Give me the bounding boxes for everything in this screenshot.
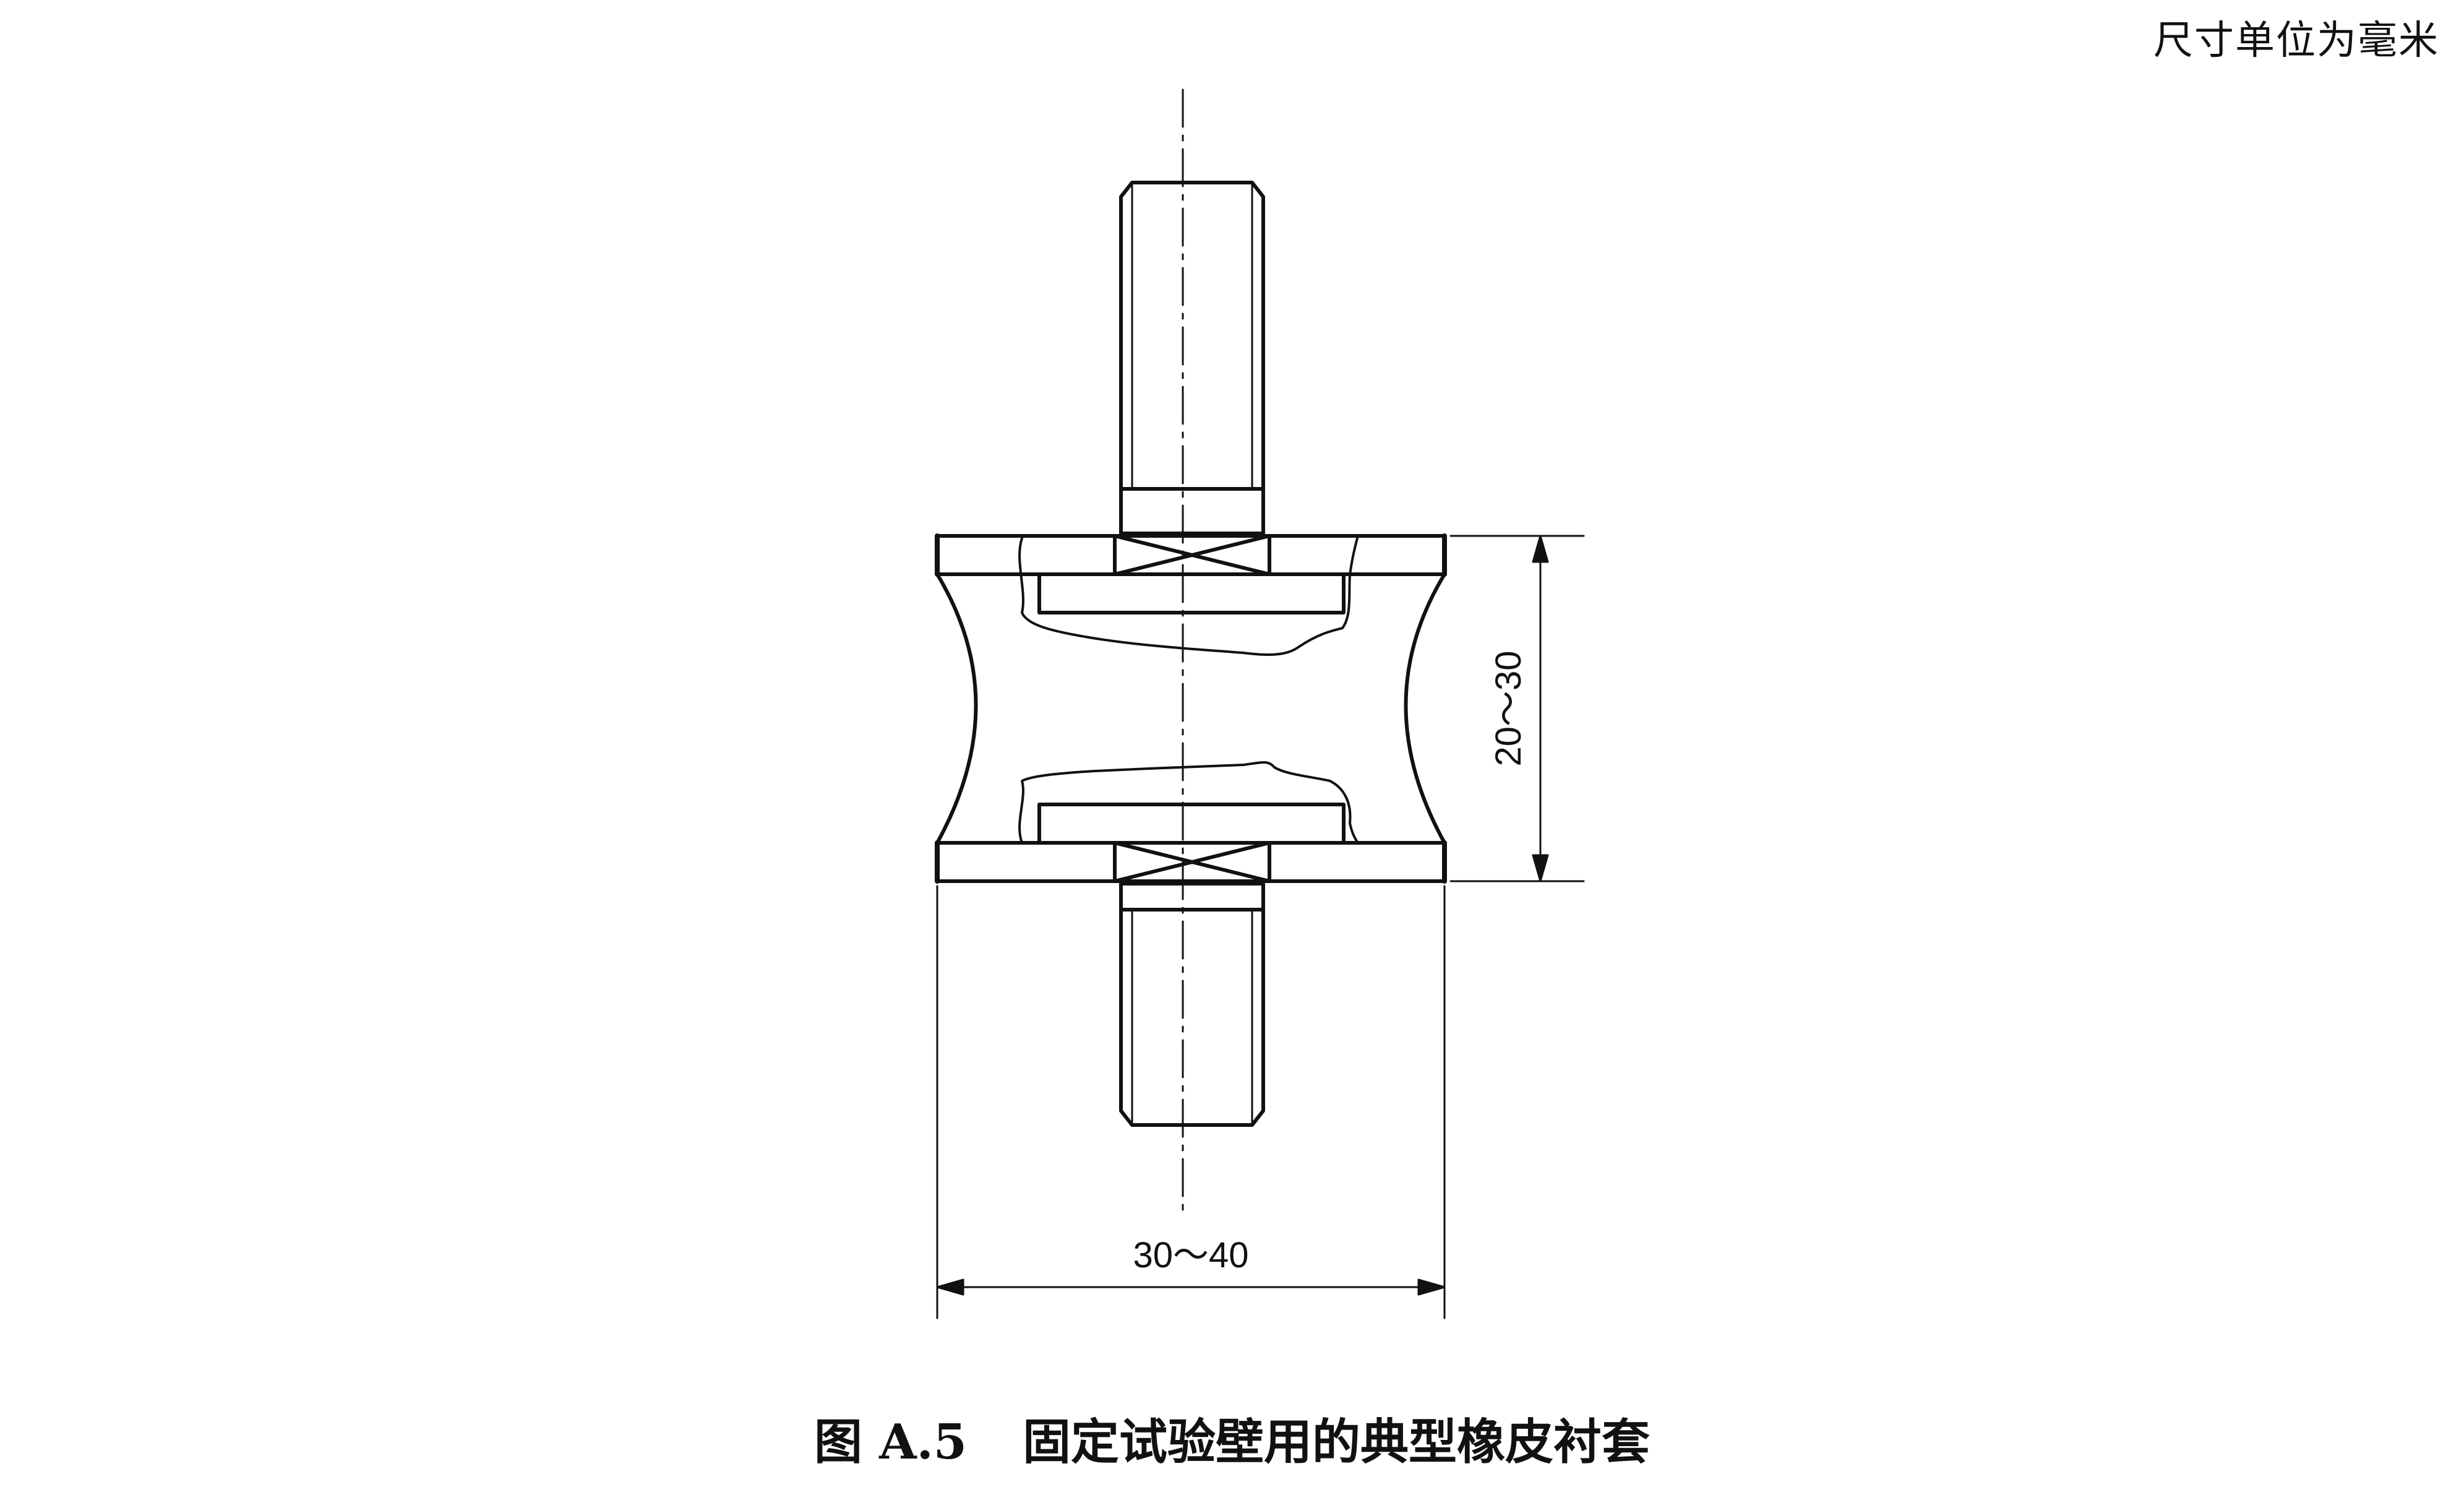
top-threaded-stud [1119, 181, 1265, 535]
figure-number: 图 A.5 [813, 1414, 968, 1470]
width-dimension-label: 30～40 [1133, 1235, 1248, 1275]
top-flange-plate [935, 533, 1447, 577]
top-embedded-washer [1037, 572, 1346, 614]
figure-caption: 图 A.5 固定试验壁用的典型橡皮衬套 [0, 1403, 2464, 1473]
figure-title: 固定试验壁用的典型橡皮衬套 [1023, 1414, 1651, 1470]
width-dimension [936, 885, 1446, 1319]
bottom-embedded-washer [1037, 803, 1346, 845]
height-dimension [1449, 535, 1585, 882]
section-break-lines [1018, 535, 1359, 844]
rubber-body [935, 572, 1446, 845]
height-dimension-label: 20～30 [1488, 650, 1529, 766]
bottom-threaded-stud [1119, 882, 1265, 1127]
bottom-flange-plate [935, 840, 1447, 884]
units-note: 尺寸单位为毫米 [2153, 18, 2439, 64]
